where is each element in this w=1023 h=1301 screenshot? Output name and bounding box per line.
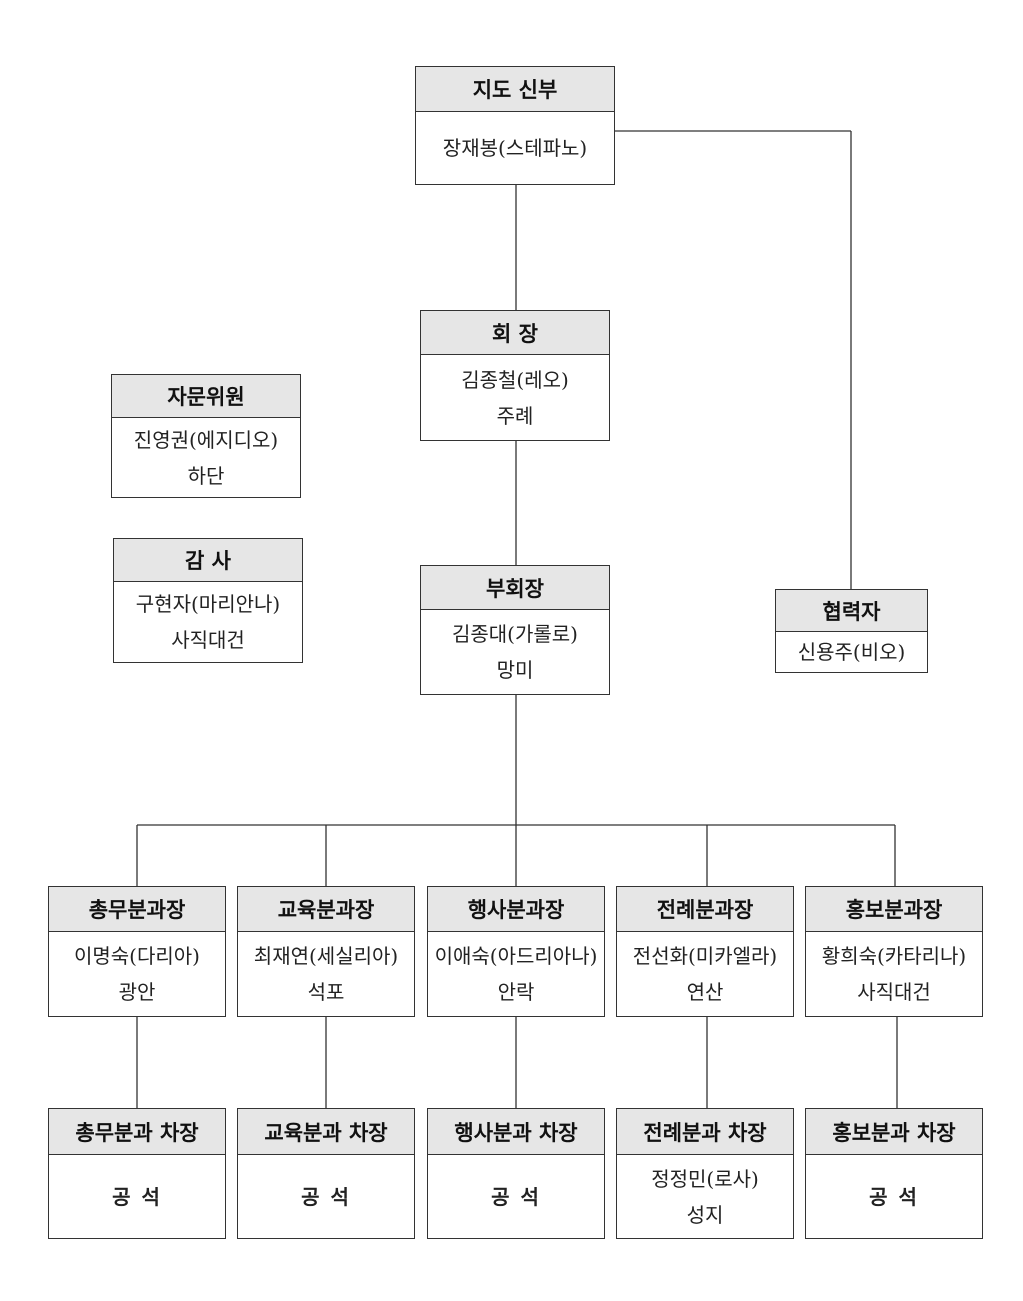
director-name: 장재봉(스테파노) — [442, 136, 588, 160]
division-head-body: 이명숙(다리아) 광안 — [49, 932, 225, 1016]
division-deputy-title: 교육분과 차장 — [238, 1109, 414, 1155]
division-deputy-box-5: 홍보분과 차장 공 석 — [805, 1108, 983, 1239]
division-head-name: 이명숙(다리아) — [73, 944, 200, 968]
division-deputy-body: 공 석 — [49, 1155, 225, 1238]
division-deputy-name: 공 석 — [112, 1184, 162, 1209]
division-deputy-body: 정정민(로사) 성지 — [617, 1155, 793, 1238]
division-deputy-box-4: 전례분과 차장 정정민(로사) 성지 — [616, 1108, 794, 1239]
division-deputy-body: 공 석 — [238, 1155, 414, 1238]
director-body: 장재봉(스테파노) — [416, 112, 614, 184]
division-head-box-5: 홍보분과장 황희숙(카타리나) 사직대건 — [805, 886, 983, 1017]
vice-president-title: 부회장 — [421, 566, 609, 610]
division-head-location: 연산 — [686, 980, 724, 1004]
division-head-box-3: 행사분과장 이애숙(아드리아나) 안락 — [427, 886, 605, 1017]
advisor-box: 자문위원 진영권(에지디오) 하단 — [111, 374, 301, 498]
division-deputy-title: 전례분과 차장 — [617, 1109, 793, 1155]
auditor-location: 사직대건 — [171, 628, 245, 652]
collaborator-title: 협력자 — [776, 590, 927, 632]
division-head-location: 석포 — [307, 980, 345, 1004]
vice-president-box: 부회장 김종대(가롤로) 망미 — [420, 565, 610, 695]
division-deputy-title: 홍보분과 차장 — [806, 1109, 982, 1155]
division-deputy-name: 정정민(로사) — [651, 1166, 759, 1191]
collaborator-name: 신용주(비오) — [797, 640, 906, 664]
division-head-body: 황희숙(카타리나) 사직대건 — [806, 932, 982, 1016]
division-deputy-box-2: 교육분과 차장 공 석 — [237, 1108, 415, 1239]
auditor-name: 구현자(마리안나) — [135, 592, 281, 616]
division-deputy-box-1: 총무분과 차장 공 석 — [48, 1108, 226, 1239]
division-head-box-1: 총무분과장 이명숙(다리아) 광안 — [48, 886, 226, 1017]
division-head-title: 전례분과장 — [617, 887, 793, 932]
division-deputy-title: 총무분과 차장 — [49, 1109, 225, 1155]
division-deputy-name: 공 석 — [491, 1184, 541, 1209]
division-head-box-2: 교육분과장 최재연(세실리아) 석포 — [237, 886, 415, 1017]
division-head-name: 전선화(미카엘라) — [632, 944, 778, 968]
president-title: 회 장 — [421, 311, 609, 355]
division-deputy-name: 공 석 — [869, 1184, 919, 1209]
auditor-body: 구현자(마리안나) 사직대건 — [114, 582, 302, 662]
president-box: 회 장 김종철(레오) 주례 — [420, 310, 610, 441]
president-name: 김종철(레오) — [461, 367, 569, 392]
auditor-title: 감 사 — [114, 539, 302, 582]
director-title: 지도 신부 — [416, 67, 614, 112]
president-location: 주례 — [496, 403, 534, 428]
advisor-body: 진영권(에지디오) 하단 — [112, 418, 300, 497]
vice-president-location: 망미 — [496, 658, 534, 682]
collaborator-box: 협력자 신용주(비오) — [775, 589, 928, 673]
division-head-body: 최재연(세실리아) 석포 — [238, 932, 414, 1016]
division-deputy-title: 행사분과 차장 — [428, 1109, 604, 1155]
division-head-location: 사직대건 — [857, 980, 931, 1004]
advisor-name: 진영권(에지디오) — [133, 427, 279, 452]
division-head-name: 황희숙(카타리나) — [821, 944, 967, 968]
division-head-body: 이애숙(아드리아나) 안락 — [428, 932, 604, 1016]
auditor-box: 감 사 구현자(마리안나) 사직대건 — [113, 538, 303, 663]
president-body: 김종철(레오) 주례 — [421, 355, 609, 440]
division-head-box-4: 전례분과장 전선화(미카엘라) 연산 — [616, 886, 794, 1017]
division-head-name: 최재연(세실리아) — [253, 944, 399, 968]
division-head-location: 안락 — [497, 980, 535, 1004]
division-head-body: 전선화(미카엘라) 연산 — [617, 932, 793, 1016]
division-head-title: 총무분과장 — [49, 887, 225, 932]
director-box: 지도 신부 장재봉(스테파노) — [415, 66, 615, 185]
division-deputy-location: 성지 — [686, 1202, 724, 1227]
advisor-location: 하단 — [187, 463, 225, 488]
division-head-title: 홍보분과장 — [806, 887, 982, 932]
division-deputy-body: 공 석 — [806, 1155, 982, 1238]
division-deputy-body: 공 석 — [428, 1155, 604, 1238]
division-deputy-name: 공 석 — [301, 1184, 351, 1209]
division-head-name: 이애숙(아드리아나) — [434, 944, 598, 968]
vice-president-body: 김종대(가롤로) 망미 — [421, 610, 609, 694]
division-head-title: 교육분과장 — [238, 887, 414, 932]
collaborator-body: 신용주(비오) — [776, 632, 927, 672]
vice-president-name: 김종대(가롤로) — [451, 622, 578, 646]
division-deputy-box-3: 행사분과 차장 공 석 — [427, 1108, 605, 1239]
division-head-location: 광안 — [118, 980, 156, 1004]
advisor-title: 자문위원 — [112, 375, 300, 418]
division-head-title: 행사분과장 — [428, 887, 604, 932]
